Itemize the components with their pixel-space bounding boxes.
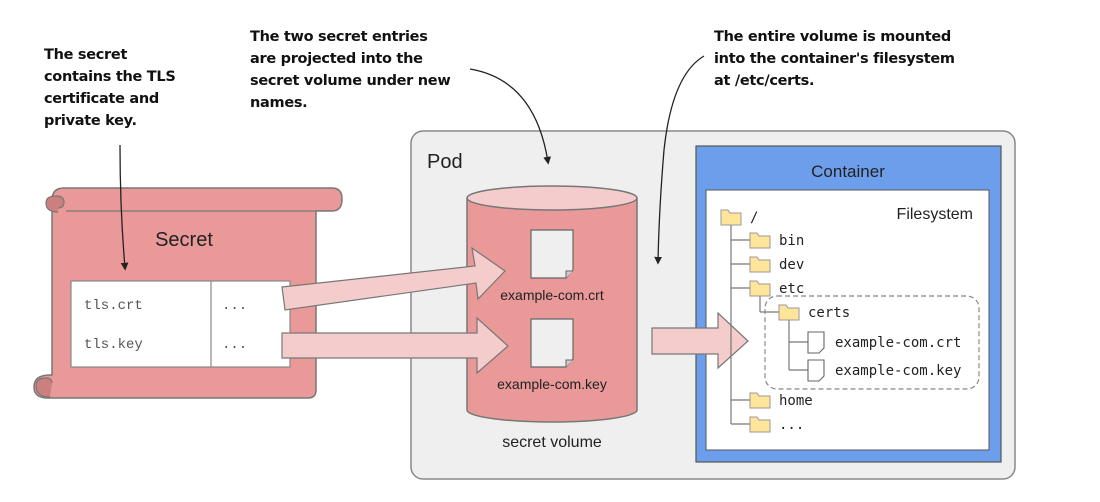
scroll-curl-top-icon [45, 195, 65, 213]
fs-file-key: example-com.key [835, 363, 961, 379]
file-icon [530, 229, 574, 279]
secret-callout-line [119, 144, 129, 271]
folder-icon [749, 392, 771, 409]
fs-dir-dev: dev [779, 257, 804, 273]
secret-volume-cylinder: example-com.crt example-com.key secret v… [466, 185, 638, 451]
projection-annotation: The two secret entries are projected int… [250, 29, 451, 111]
folder-icon [749, 280, 771, 297]
container-box: Container Filesystem [695, 145, 1002, 463]
volume-file-crt: example-com.crt [500, 287, 604, 303]
fs-dir-bin: bin [779, 233, 804, 249]
secret-key-tls-key: tls.key [84, 337, 143, 353]
secret-value-tls-key: ... [222, 337, 247, 353]
secret-title: Secret [155, 229, 213, 251]
folder-icon [778, 304, 800, 321]
secret-scroll: Secret tls.crt ... tls.key ... [33, 187, 343, 399]
projection-callout-line [469, 68, 552, 165]
volume-file-key: example-com.key [497, 376, 607, 392]
pod-title: Pod [427, 151, 463, 173]
folder-icon [749, 256, 771, 273]
file-icon [807, 359, 825, 382]
volume-label: secret volume [502, 434, 602, 451]
filesystem-title: Filesystem [897, 206, 973, 223]
projection-arrow-key [281, 316, 509, 375]
folder-icon [749, 232, 771, 249]
file-icon [530, 318, 574, 368]
mount-arrow [651, 311, 749, 370]
secret-value-tls-crt: ... [222, 298, 247, 314]
mount-annotation: The entire volume is mounted into the co… [714, 29, 955, 89]
secret-key-tls-crt: tls.crt [84, 298, 143, 314]
scroll-curl-bottom-icon [35, 377, 53, 398]
mount-callout-line [654, 55, 705, 265]
fs-dir-certs: certs [808, 305, 850, 321]
fs-dir-more: ... [779, 417, 804, 433]
fs-file-crt: example-com.crt [835, 335, 961, 351]
file-icon [807, 331, 825, 354]
filesystem-tree [730, 222, 808, 425]
fs-dir-etc: etc [779, 281, 804, 297]
fs-dir-home: home [779, 393, 813, 409]
secret-data-table [70, 280, 291, 368]
container-title: Container [811, 162, 885, 181]
projection-arrow-crt [281, 246, 506, 311]
folder-icon [749, 416, 771, 433]
secret-annotation: The secret contains the TLS certificate … [44, 47, 176, 129]
folder-icon [720, 209, 742, 226]
fs-root: / [750, 210, 758, 226]
certs-mount-highlight [764, 295, 980, 390]
